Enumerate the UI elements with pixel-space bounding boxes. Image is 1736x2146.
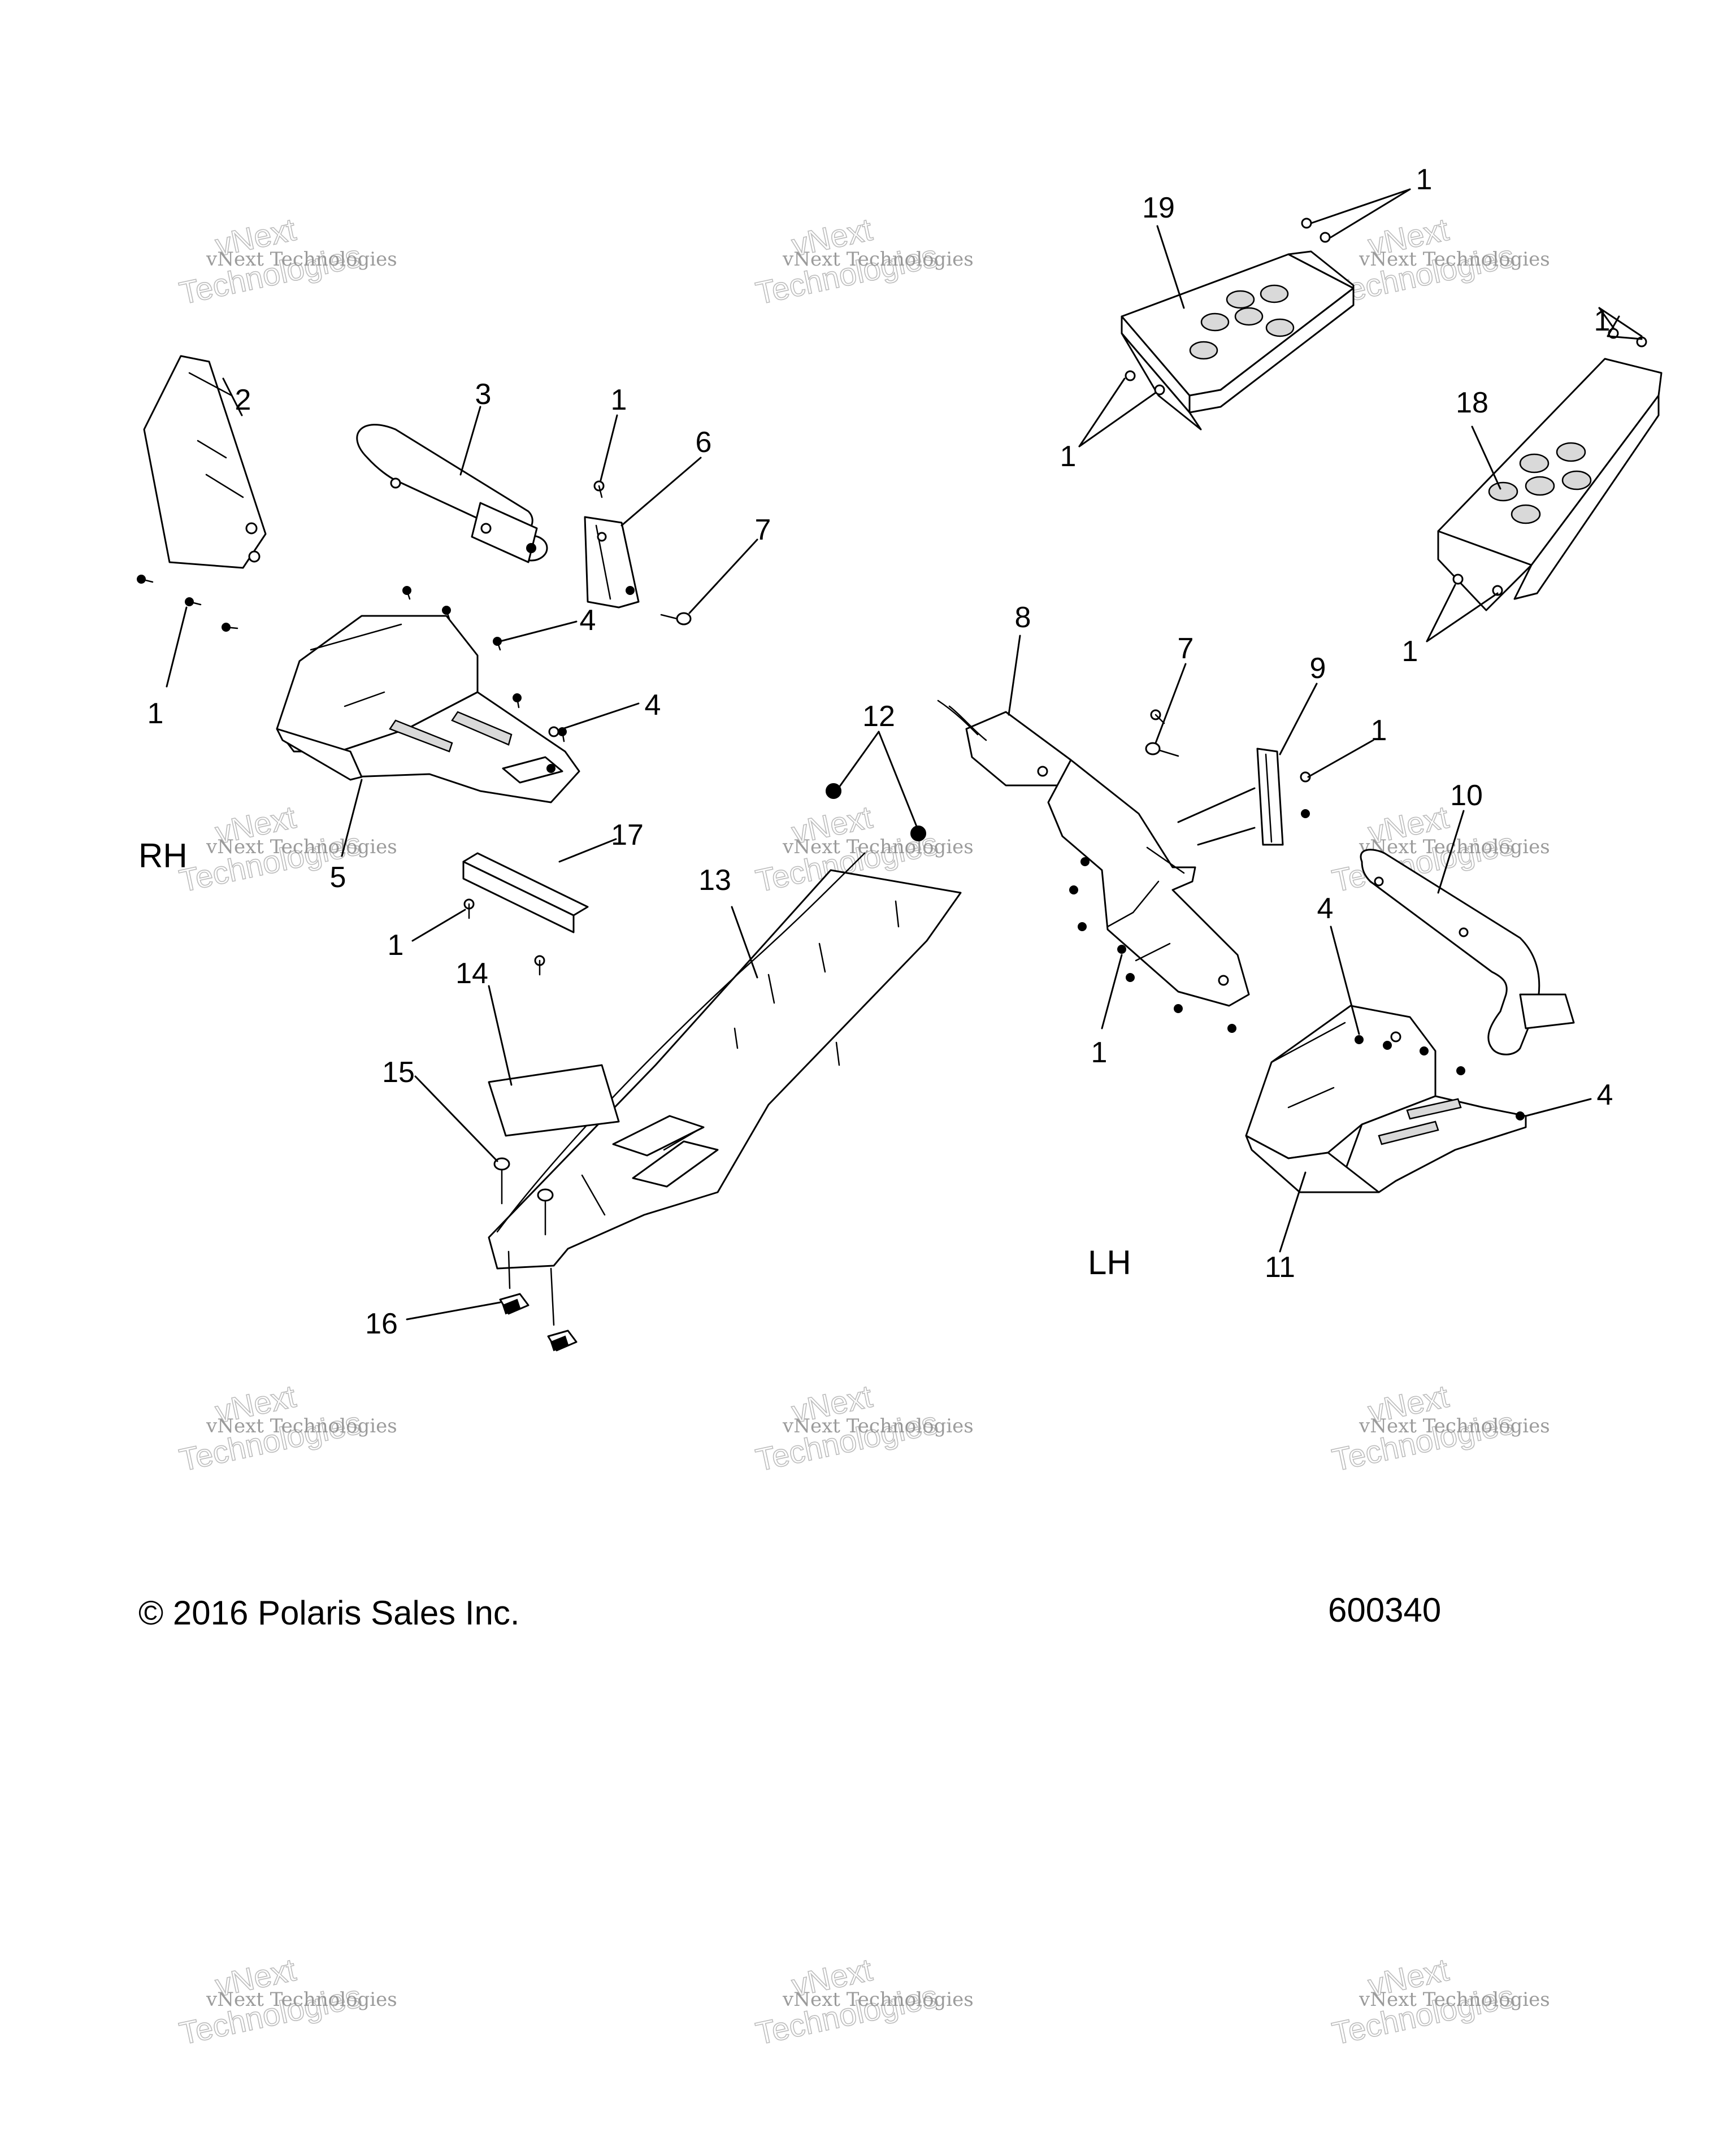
- part-2-rh-bracket: [143, 355, 267, 569]
- nut-icon: [826, 783, 841, 799]
- rh-lower-fasteners: [463, 898, 545, 976]
- copyright-text: © 2016 Polaris Sales Inc.: [138, 1594, 520, 1632]
- callout-7: 7: [1178, 632, 1194, 665]
- screw-icon: [1301, 218, 1312, 229]
- screw-icon: [1320, 232, 1331, 243]
- watermark-small-text: vNext Technologies: [782, 248, 974, 271]
- watermark-small-text: vNext Technologies: [782, 1988, 974, 2011]
- screw-icon: [1492, 585, 1503, 596]
- callout-4: 4: [580, 604, 596, 637]
- part-7-bolt-lh: [1145, 742, 1179, 757]
- screw-icon: [1126, 973, 1135, 982]
- screw-icon: [1516, 1111, 1525, 1120]
- side-label-rh: RH: [138, 837, 188, 875]
- part-14-decal: [488, 1064, 620, 1137]
- watermark-small-text: vNext Technologies: [782, 1415, 974, 1437]
- part-5-rh-heel-guard: [276, 615, 580, 803]
- callout-15: 15: [382, 1056, 415, 1089]
- part-13-skid-plate: [488, 852, 962, 1270]
- callout-1: 1: [1371, 714, 1387, 747]
- rh-bracket-fasteners: [137, 575, 238, 632]
- screw-icon: [1117, 945, 1126, 954]
- screw-icon: [1452, 574, 1464, 585]
- callout-12: 12: [862, 700, 895, 733]
- rh-heel-guard-fasteners: [402, 586, 567, 742]
- side-label-lh: LH: [1088, 1244, 1131, 1281]
- part-9-mount-plate: [1256, 748, 1284, 846]
- part-12-nuts: [826, 783, 926, 841]
- callout-4: 4: [1597, 1079, 1613, 1111]
- screw-icon: [1078, 922, 1087, 931]
- nut-icon: [910, 826, 926, 841]
- callout-1: 1: [1594, 305, 1611, 337]
- callout-7: 7: [755, 514, 771, 546]
- callout-3: 3: [475, 378, 492, 411]
- screw-icon: [1080, 857, 1090, 866]
- assembly-line: [1197, 827, 1256, 846]
- watermark-small-text: vNext Technologies: [1359, 248, 1550, 271]
- lh-part-9-fasteners: [1300, 771, 1311, 818]
- diagram-number: 600340: [1328, 1591, 1442, 1629]
- screw-icon: [1456, 1066, 1465, 1075]
- callout-2: 2: [235, 384, 251, 416]
- part-17-angle-bracket: [462, 852, 589, 933]
- watermark-small-text: vNext Technologies: [206, 836, 397, 858]
- part-19-step-plate: [1121, 218, 1355, 431]
- callout-19: 19: [1142, 192, 1175, 224]
- callout-9: 9: [1310, 652, 1326, 685]
- watermark-small-text: vNext Technologies: [206, 1988, 397, 2011]
- callout-numbers: 19 1 1 1 18 1 2 3 1 6 7 4 4 1 5 17 1 12 …: [147, 163, 1613, 1340]
- callout-18: 18: [1456, 386, 1488, 419]
- part-11-lh-heel-guard: [1245, 1005, 1527, 1193]
- part-18-step-plate: [1437, 328, 1663, 611]
- callout-4: 4: [645, 689, 661, 722]
- part-10-lh-grab-tube: [1360, 849, 1575, 1055]
- callout-13: 13: [698, 864, 731, 897]
- callout-11: 11: [1265, 1251, 1295, 1284]
- screw-icon: [1227, 1024, 1236, 1033]
- part-3-rh-grab-tube: [356, 424, 548, 563]
- callout-6: 6: [696, 426, 712, 459]
- callout-1: 1: [611, 384, 627, 416]
- callout-1: 1: [147, 697, 164, 730]
- screw-icon: [1420, 1046, 1429, 1055]
- watermark-small-text: vNext Technologies: [1359, 1415, 1550, 1437]
- screw-icon: [1069, 885, 1078, 894]
- callout-5: 5: [330, 861, 346, 894]
- part-6-mount-plate: [584, 516, 640, 609]
- watermark-small-text: vNext Technologies: [206, 1415, 397, 1437]
- screw-icon: [1174, 1004, 1183, 1013]
- watermark-small-text: vNext Technologies: [206, 248, 397, 271]
- watermark-small-text: vNext Technologies: [1359, 1988, 1550, 2011]
- callout-17: 17: [611, 819, 644, 852]
- lh-bracket-fasteners: [1069, 709, 1236, 1033]
- part-16-clips: [499, 1250, 578, 1352]
- screw-icon: [1125, 370, 1136, 381]
- screw-icon: [1355, 1035, 1364, 1044]
- part-1-screw-top: [593, 480, 605, 498]
- callout-14: 14: [455, 957, 488, 990]
- callout-1: 1: [388, 929, 404, 962]
- callout-16: 16: [365, 1307, 398, 1340]
- screw-icon: [1383, 1041, 1392, 1050]
- screw-icon: [1301, 809, 1310, 818]
- callout-10: 10: [1450, 779, 1483, 812]
- assembly-line: [1177, 787, 1256, 823]
- screw-icon: [1154, 384, 1165, 396]
- callout-1: 1: [1091, 1036, 1108, 1069]
- callout-1: 1: [1416, 163, 1433, 196]
- callout-1: 1: [1402, 635, 1418, 668]
- part-8-lh-bracket: [937, 700, 1250, 1007]
- callout-8: 8: [1015, 601, 1031, 634]
- part-7-bolt-rh: [660, 612, 692, 625]
- lh-heel-guard-fasteners: [1355, 1035, 1525, 1120]
- callout-1: 1: [1060, 440, 1077, 473]
- callout-4: 4: [1317, 892, 1334, 925]
- leader-lines: [166, 188, 1643, 1320]
- watermark-small-text: vNext Technologies: [782, 836, 974, 858]
